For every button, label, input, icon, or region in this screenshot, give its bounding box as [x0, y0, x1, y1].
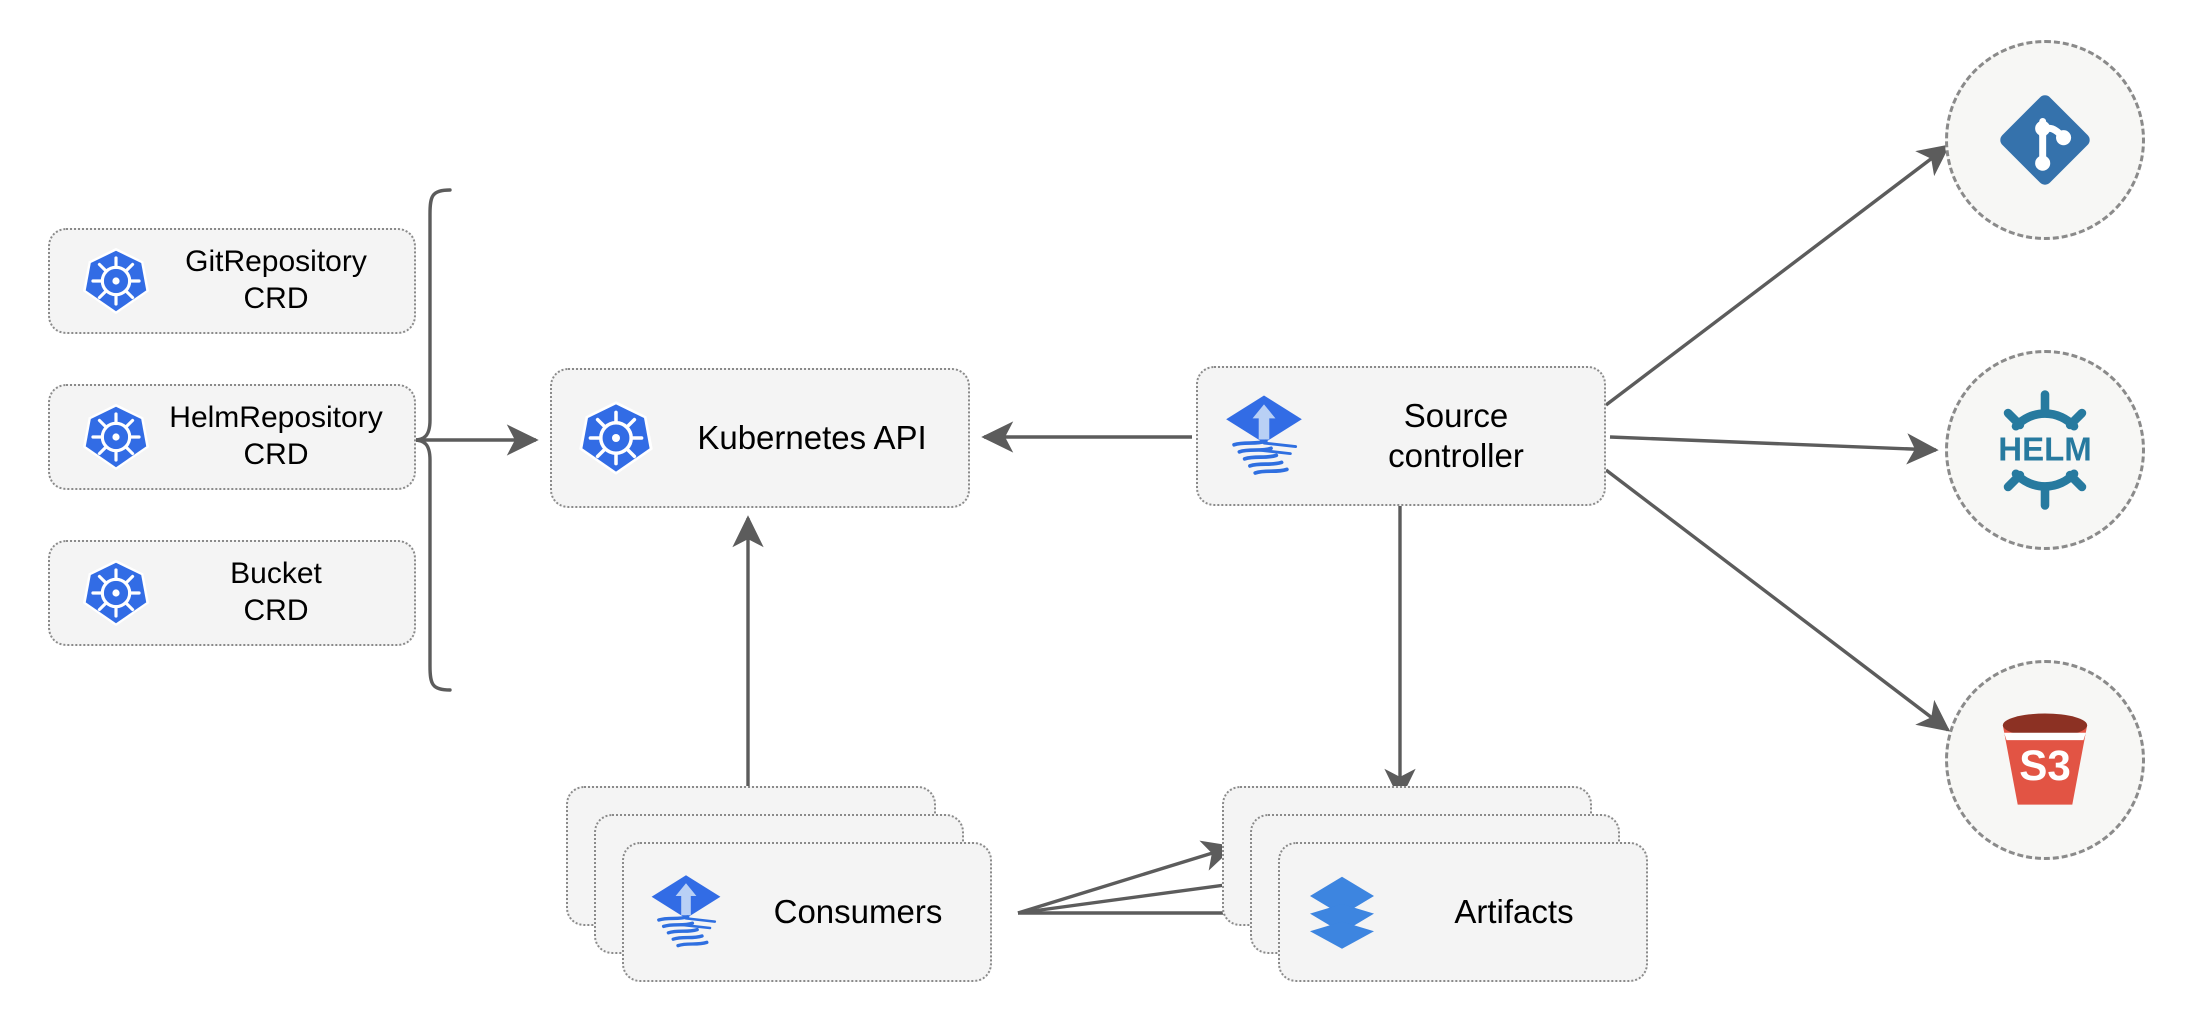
crd-label: GitRepository CRD [185, 245, 367, 315]
kubernetes-api-node[interactable]: Kubernetes API [550, 368, 970, 508]
crd-label: Bucket CRD [230, 557, 322, 627]
consumers-stack-sheet-front[interactable]: Consumers [622, 842, 992, 982]
helm-wordmark: HELM [1998, 431, 2092, 468]
crd-label: HelmRepository CRD [169, 401, 383, 471]
helm-icon: HELM [1979, 384, 2111, 516]
flux-icon [646, 872, 726, 952]
consumers-node[interactable]: Consumers [566, 786, 1016, 1006]
edge-source-to-helm [1609, 433, 1939, 465]
git-icon [1987, 82, 2103, 198]
artifacts-label: Artifacts [1454, 893, 1574, 930]
helmrepository-crd-node[interactable]: HelmRepository CRD [48, 384, 416, 490]
edge-consumers-to-artifacts-1 [1017, 840, 1235, 915]
kubernetes-icon [80, 401, 152, 473]
artifacts-node[interactable]: Artifacts [1222, 786, 1672, 1006]
consumers-label: Consumers [773, 893, 943, 930]
edge-source-to-git [1604, 144, 1951, 407]
artifacts-stack-sheet-front[interactable]: Artifacts [1278, 842, 1648, 982]
layers-icon [1302, 872, 1382, 952]
kubernetes-icon [80, 245, 152, 317]
source-controller-node[interactable]: Source controller [1196, 366, 1606, 506]
git-external-node[interactable] [1945, 40, 2145, 240]
kubernetes-icon [80, 557, 152, 629]
kubernetes-icon [576, 398, 656, 478]
s3-wordmark: S3 [2019, 742, 2071, 789]
edge-source-to-s3 [1604, 468, 1951, 732]
source-controller-label: Source controller [1388, 396, 1524, 474]
bucket-crd-node[interactable]: Bucket CRD [48, 540, 416, 646]
kubernetes-api-label: Kubernetes API [697, 418, 927, 456]
s3-external-node[interactable]: S3 [1945, 660, 2145, 860]
helm-external-node[interactable]: HELM [1945, 350, 2145, 550]
crd-group-brace [413, 188, 452, 692]
s3-icon: S3 [1983, 698, 2107, 822]
flux-icon [1220, 392, 1308, 480]
gitrepository-crd-node[interactable]: GitRepository CRD [48, 228, 416, 334]
